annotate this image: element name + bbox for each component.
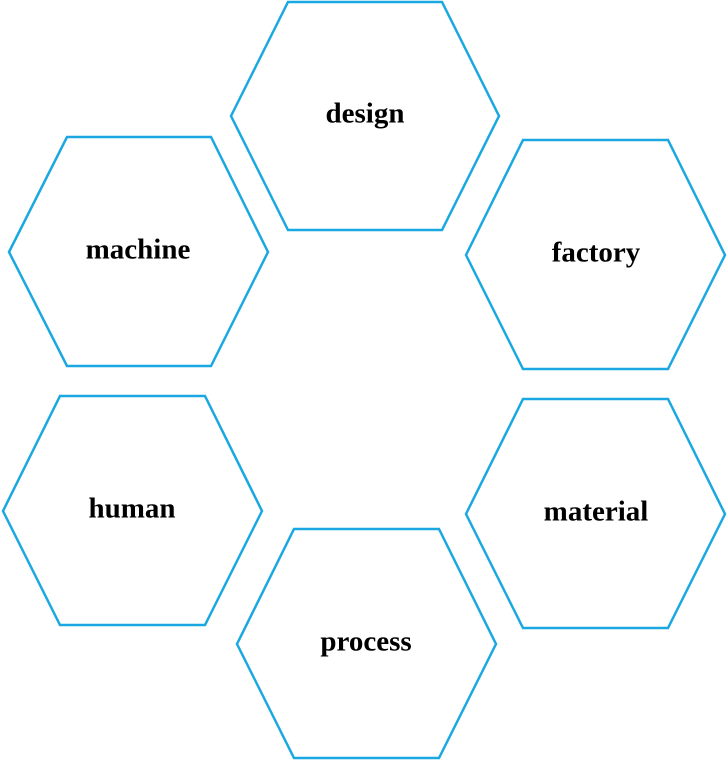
hexagon-label-factory: factory	[552, 237, 641, 269]
hexagon-shape-design	[229, 0, 501, 232]
hexagon-label-machine: machine	[86, 234, 191, 266]
hexagon-node-human: human	[1, 394, 264, 627]
hexagon-shape-process	[235, 527, 498, 760]
hexagon-shape-human	[1, 394, 264, 627]
hexagon-label-material: material	[544, 496, 649, 528]
hexagon-node-process: process	[235, 527, 498, 760]
hexagon-shape-machine	[7, 135, 270, 368]
hexagon-label-human: human	[88, 493, 175, 525]
hexagon-node-machine: machine	[7, 135, 270, 368]
hexagon-node-factory: factory	[464, 138, 727, 371]
hexagon-node-material: material	[464, 397, 727, 630]
hexagon-node-design: design	[229, 0, 501, 232]
hexagon-shape-factory	[464, 138, 727, 371]
hexagon-label-design: design	[326, 98, 405, 130]
hexagon-shape-material	[464, 397, 727, 630]
hexagon-label-process: process	[320, 626, 411, 658]
